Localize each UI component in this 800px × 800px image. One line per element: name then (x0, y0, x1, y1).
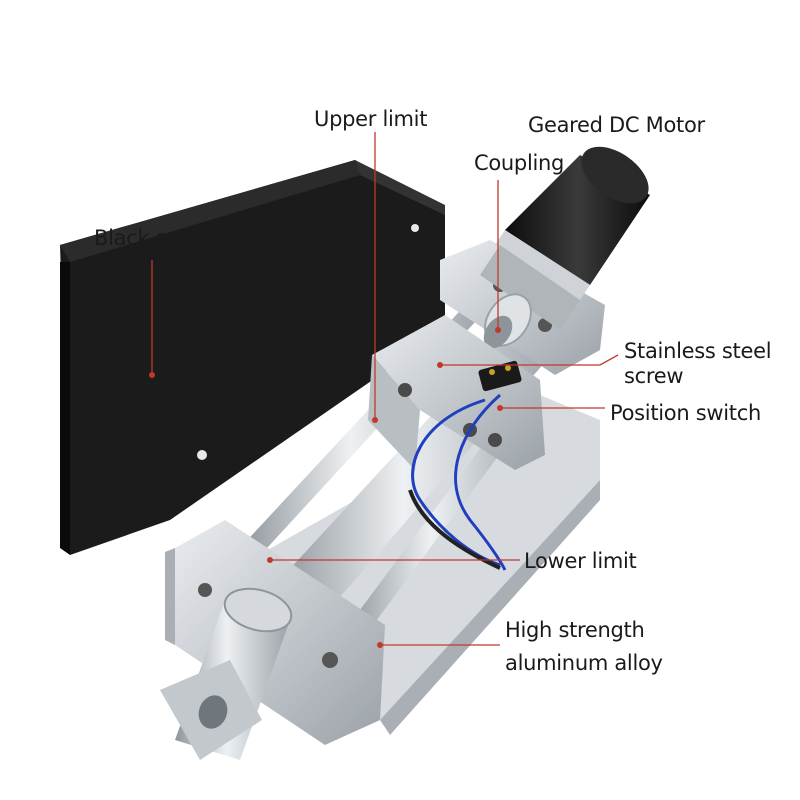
label-lower-limit: Lower limit (524, 549, 637, 573)
carriage-block (368, 315, 545, 470)
label-coupling: Coupling (474, 151, 565, 175)
geared-dc-motor (480, 146, 650, 330)
label-upper-limit: Upper limit (314, 107, 428, 131)
push-rod (160, 587, 293, 760)
position-switch (478, 360, 522, 392)
label-stainless-steel-line1: Stainless steel (624, 339, 772, 363)
black-enclosure (60, 160, 445, 555)
leader-stainless-screw (440, 354, 619, 366)
label-stainless-steel-line2: screw (624, 364, 684, 388)
label-black-spray: Black spray (94, 226, 213, 250)
leader-lines (151, 132, 619, 646)
label-geared-dc-motor: Geared DC Motor (528, 113, 705, 137)
leader-dots (149, 327, 503, 648)
label-high-strength-line2: aluminum alloy (505, 651, 663, 675)
label-high-strength-line1: High strength (505, 618, 645, 642)
label-position-switch: Position switch (610, 401, 761, 425)
